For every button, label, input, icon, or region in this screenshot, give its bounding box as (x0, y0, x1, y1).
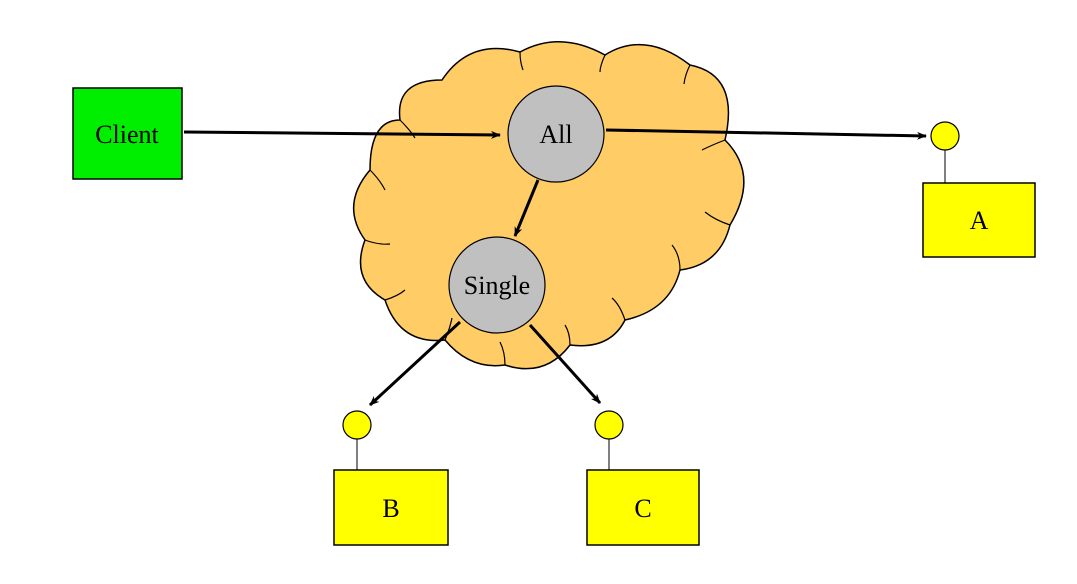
cloud-bump-line (399, 119, 416, 139)
cloud-bump-line (671, 244, 681, 271)
router-node-all: All (507, 85, 605, 183)
arrow-single-to-c (528, 323, 602, 405)
client-node: Client (72, 87, 183, 180)
client-box (72, 87, 183, 180)
cloud-bump-line (611, 297, 626, 321)
cloud-bump-line (704, 211, 731, 226)
endpoint-label-a: A (970, 206, 989, 235)
cloud-bump-line (519, 51, 524, 71)
endpoint-a: A (922, 121, 1036, 258)
endpoint-box (586, 469, 700, 546)
endpoint-box (922, 182, 1036, 258)
endpoint-label-c: C (634, 494, 651, 523)
endpoint-b: B (333, 410, 449, 546)
endpoint-c: C (586, 410, 700, 546)
arrow-client-to-all (183, 130, 501, 139)
endpoint-box (333, 469, 449, 546)
client-label: Client (95, 120, 159, 149)
router-label-all: All (539, 120, 572, 149)
arrow-all-to-a (605, 128, 927, 140)
cloud-bump-line (564, 324, 571, 346)
router-label-single: Single (464, 271, 530, 300)
cloud-bump-line (683, 64, 691, 85)
arrow-single-to-b (368, 320, 462, 407)
cloud-bump-line (599, 54, 606, 73)
endpoint-port (342, 410, 372, 440)
router-circle (507, 85, 605, 183)
cloud-bump-line (499, 341, 506, 366)
cloud-bump-line (369, 169, 386, 191)
endpoint-label-b: B (382, 494, 399, 523)
cloud-bump-line (364, 239, 391, 245)
endpoint-port (594, 410, 624, 440)
router-circle (448, 236, 546, 334)
arrow-all-to-single (513, 179, 540, 237)
cloud-bump-line (701, 139, 726, 151)
endpoint-port (930, 121, 960, 151)
cloud-bump-line (384, 289, 406, 301)
cloud-bump-line (444, 317, 453, 341)
router-node-single: Single (448, 236, 546, 334)
